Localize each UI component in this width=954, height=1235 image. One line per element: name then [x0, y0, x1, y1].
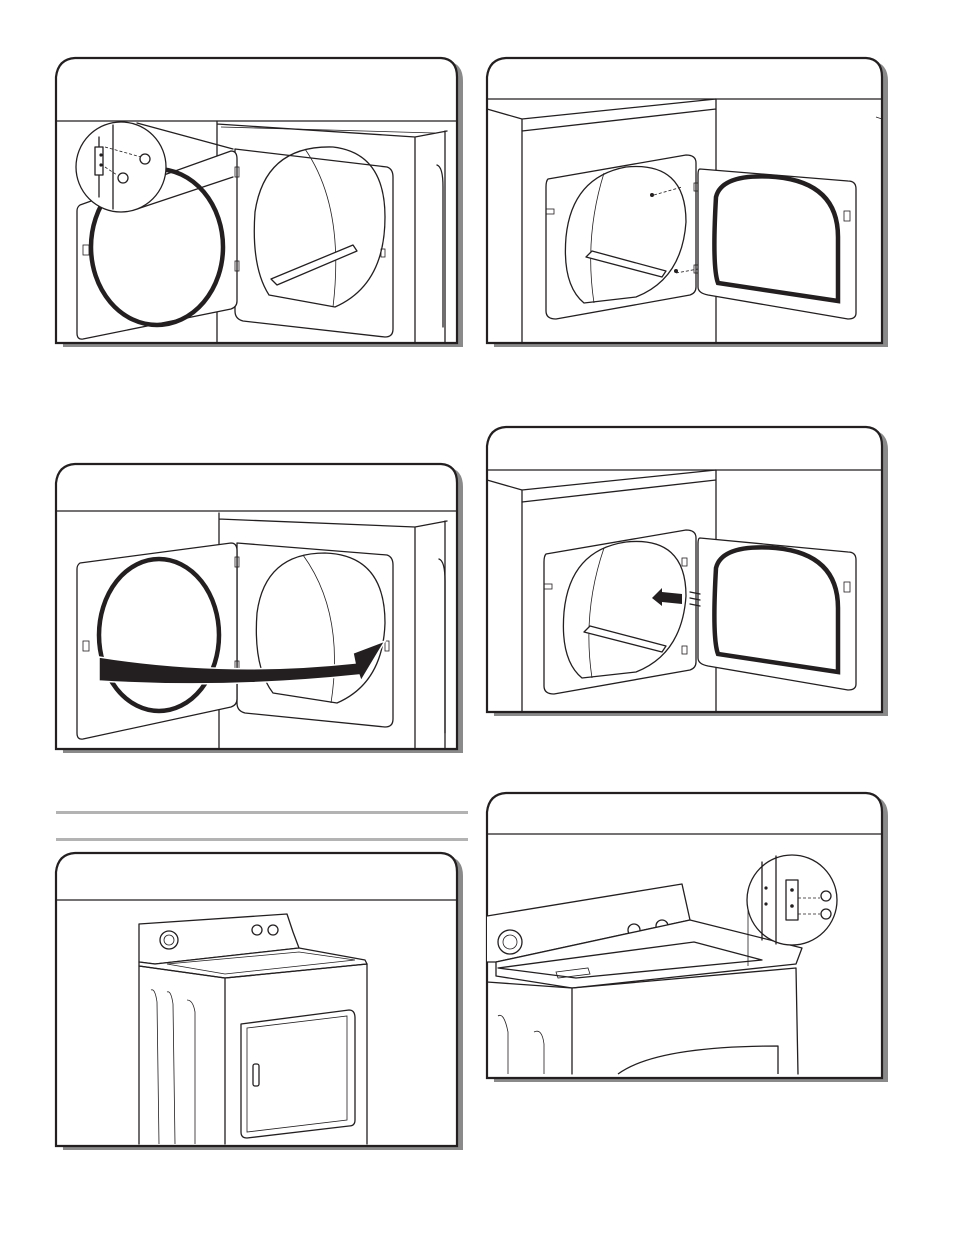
cabinet-opening	[235, 149, 393, 337]
screw-icon	[821, 891, 831, 901]
panel-2-illustration	[486, 57, 888, 349]
screw-icon	[118, 173, 128, 183]
panel-swing-door	[55, 463, 463, 755]
control-knob-icon	[252, 925, 262, 935]
panel-dryer-front	[55, 852, 463, 1152]
panel-insert-screws	[486, 426, 888, 718]
panel-4-illustration	[486, 426, 888, 718]
panel-remove-door	[55, 57, 463, 349]
control-knob-icon	[268, 925, 278, 935]
control-knob-icon	[498, 930, 522, 954]
control-knob-icon	[160, 931, 178, 949]
panel-attach-hinge	[486, 57, 888, 349]
section-divider-top	[56, 811, 468, 814]
panel-3-illustration	[55, 463, 463, 755]
magnifier-circle	[76, 122, 166, 212]
panel-5-illustration	[55, 852, 463, 1152]
panel-6-illustration	[486, 792, 888, 1084]
dryer-door	[698, 169, 856, 319]
screw-icon	[140, 154, 150, 164]
screw-icon	[821, 909, 831, 919]
panel-1-illustration	[55, 57, 463, 349]
hinge-plate	[95, 147, 103, 175]
hinge-plate	[786, 880, 798, 920]
section-divider-bottom	[56, 838, 468, 841]
panel-top-hinge	[486, 792, 888, 1084]
door-handle	[253, 1064, 259, 1086]
